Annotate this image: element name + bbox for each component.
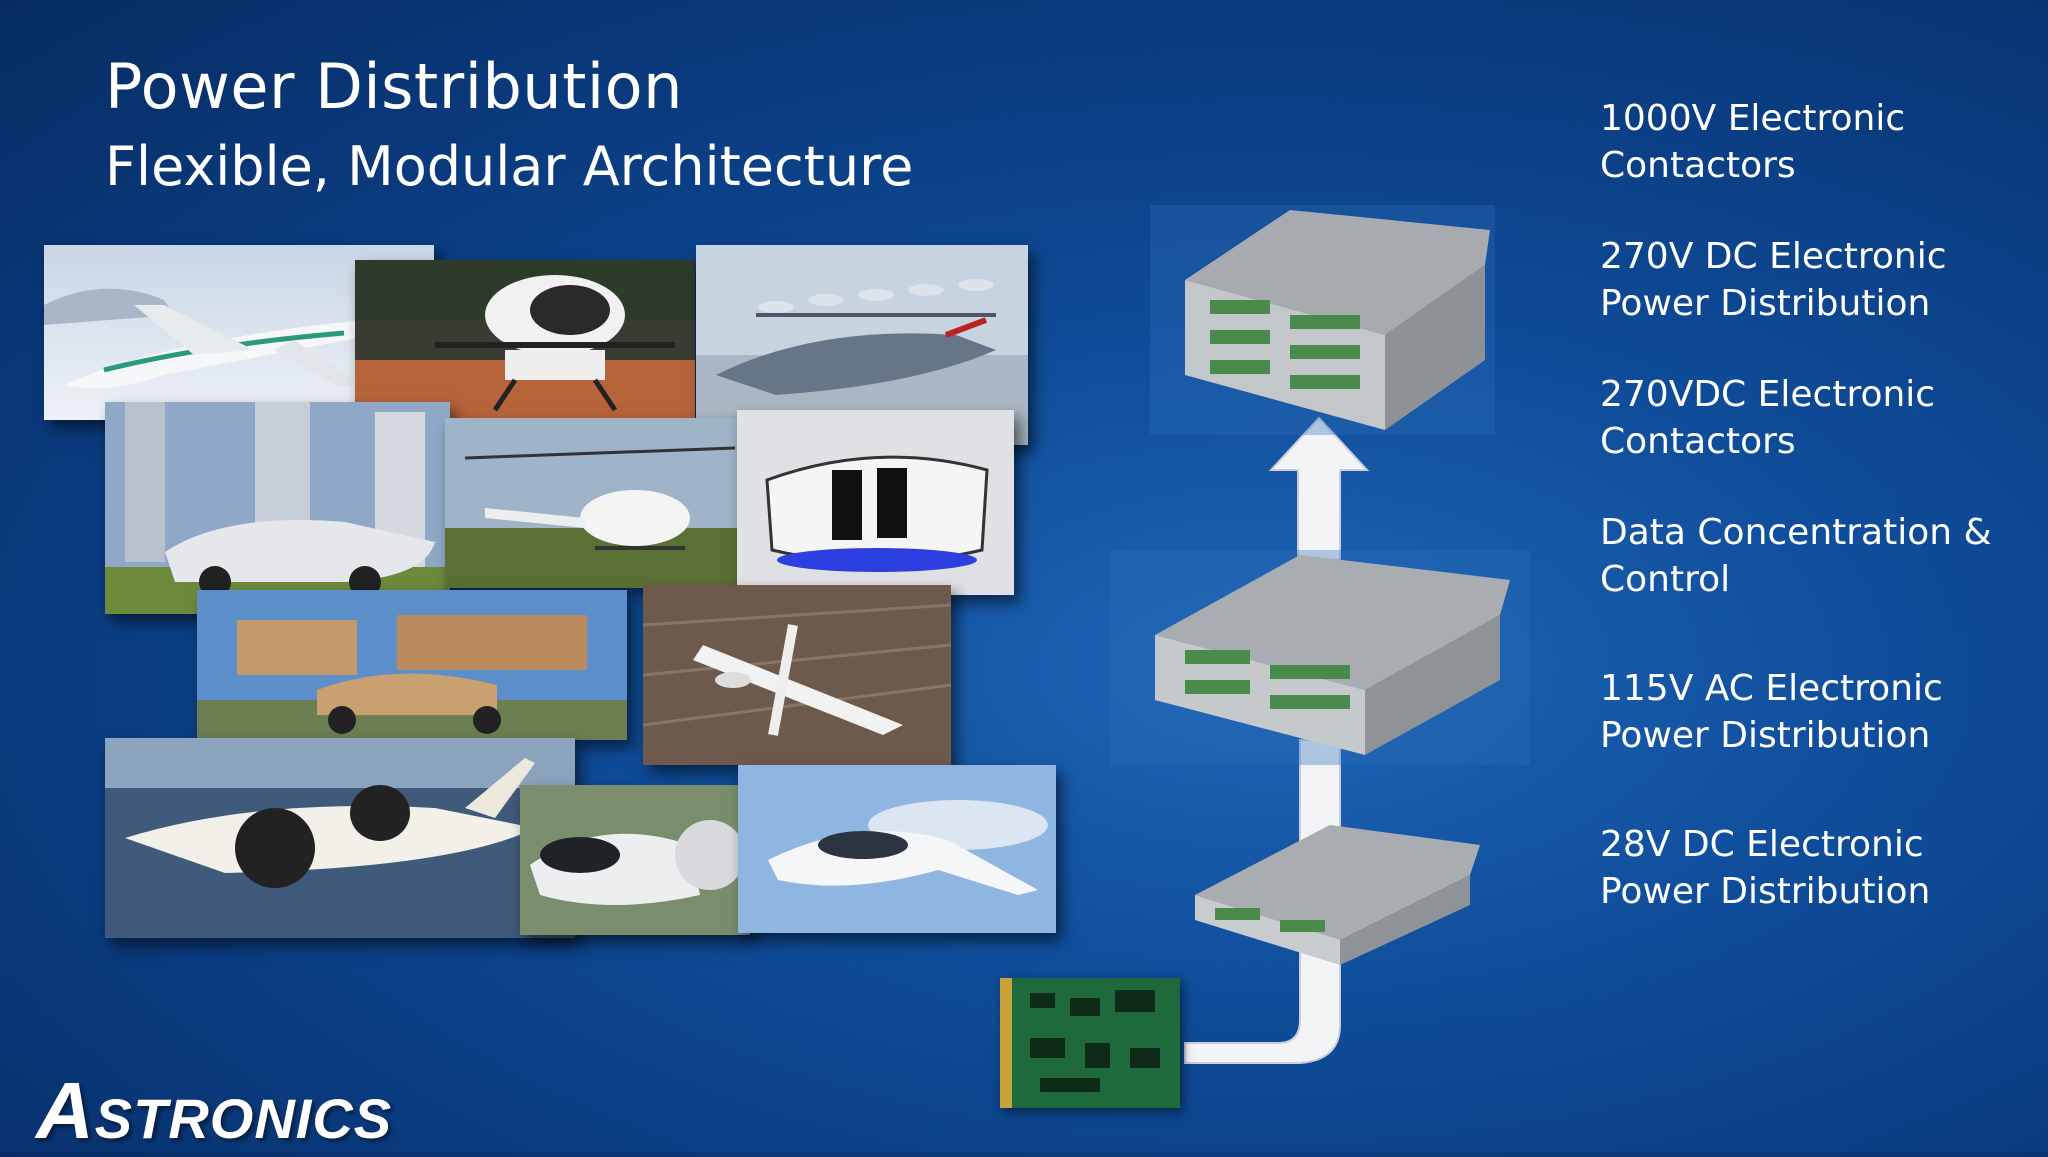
feature-label-28v-dc-distribution: 28V DC Electronic Power Distribution: [1600, 824, 1931, 912]
feature-label-270v-dc-distribution: 270V DC Electronic Power Distribution: [1600, 236, 1947, 324]
ducted-fan-aircraft-image: [105, 738, 575, 938]
feature-label-115v-ac-distribution: 115V AC Electronic Power Distribution: [1600, 668, 1943, 756]
data-concentrator-unit: [1110, 550, 1530, 765]
contactor-unit-top: [1150, 205, 1495, 435]
cardboard-model-image: [197, 590, 627, 740]
feature-label-1000v-contactors: 1000V Electronic Contactors: [1600, 98, 1906, 186]
photo-pod-concept: [737, 410, 1014, 595]
photo-sky-vtol: [738, 765, 1056, 933]
jet-pod-image: [520, 785, 750, 935]
feature-label-data-concentration: Data Concentration & Control: [1600, 512, 1992, 600]
tiltwing-car-image: [105, 402, 450, 614]
sky-vtol-image: [738, 765, 1056, 933]
astronics-logo: ASTRONICS: [36, 1066, 393, 1155]
slide-subtitle: Flexible, Modular Architecture: [105, 135, 914, 198]
circuit-board-image: [1000, 978, 1180, 1108]
feature-label-270vdc-contactors: 270VDC Electronic Contactors: [1600, 374, 1936, 462]
slide-title: Power Distribution: [105, 50, 683, 123]
photo-cardboard-model: [197, 590, 627, 740]
photo-tiltwing-car: [105, 402, 450, 614]
photo-vtol-deck: [643, 585, 951, 765]
photo-passenger-drone: [355, 260, 695, 420]
dc-distribution-unit: [1195, 825, 1480, 965]
passenger-drone-image: [355, 260, 695, 420]
helicopter-image: [445, 418, 745, 588]
pod-concept-image: [737, 410, 1014, 595]
vtol-deck-image: [643, 585, 951, 765]
photo-helicopter: [445, 418, 745, 588]
photo-ducted-fan-aircraft: [105, 738, 575, 938]
photo-jet-pod: [520, 785, 750, 935]
